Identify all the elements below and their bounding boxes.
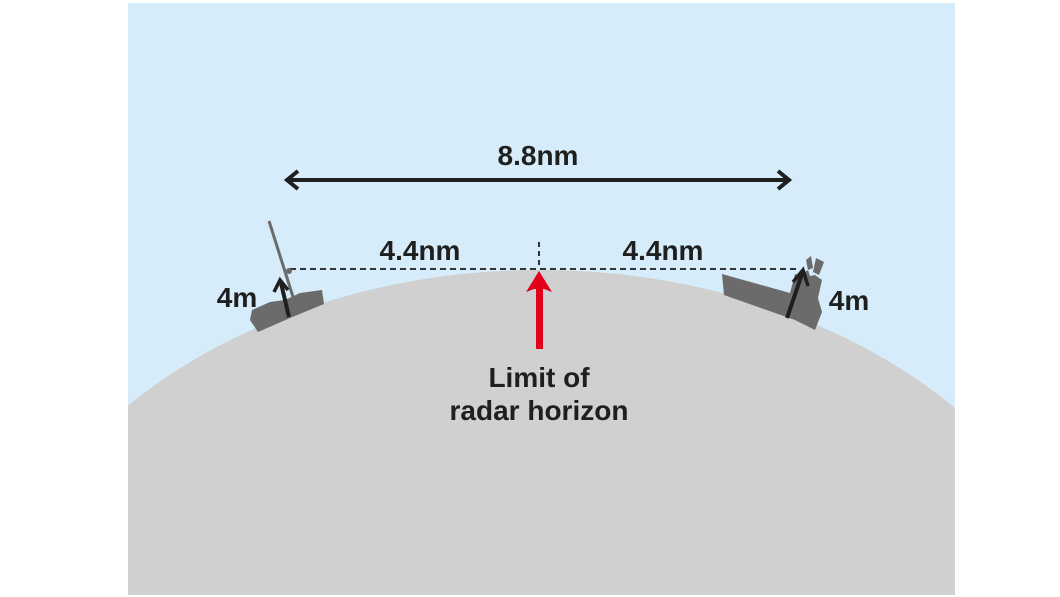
right-height-arrow — [785, 266, 810, 319]
horizon-label-line1: Limit of — [488, 362, 590, 393]
left-height-label: 4m — [217, 282, 257, 313]
right-distance-label: 4.4nm — [623, 235, 704, 266]
total-distance-arrow — [283, 169, 793, 191]
earth-curve — [128, 270, 955, 595]
horizon-arrow — [526, 271, 552, 349]
horizon-label-line2: radar horizon — [450, 395, 629, 426]
total-distance-label: 8.8nm — [498, 140, 579, 171]
left-height-arrow — [272, 276, 291, 318]
right-height-label: 4m — [829, 285, 869, 316]
left-distance-label: 4.4nm — [380, 235, 461, 266]
